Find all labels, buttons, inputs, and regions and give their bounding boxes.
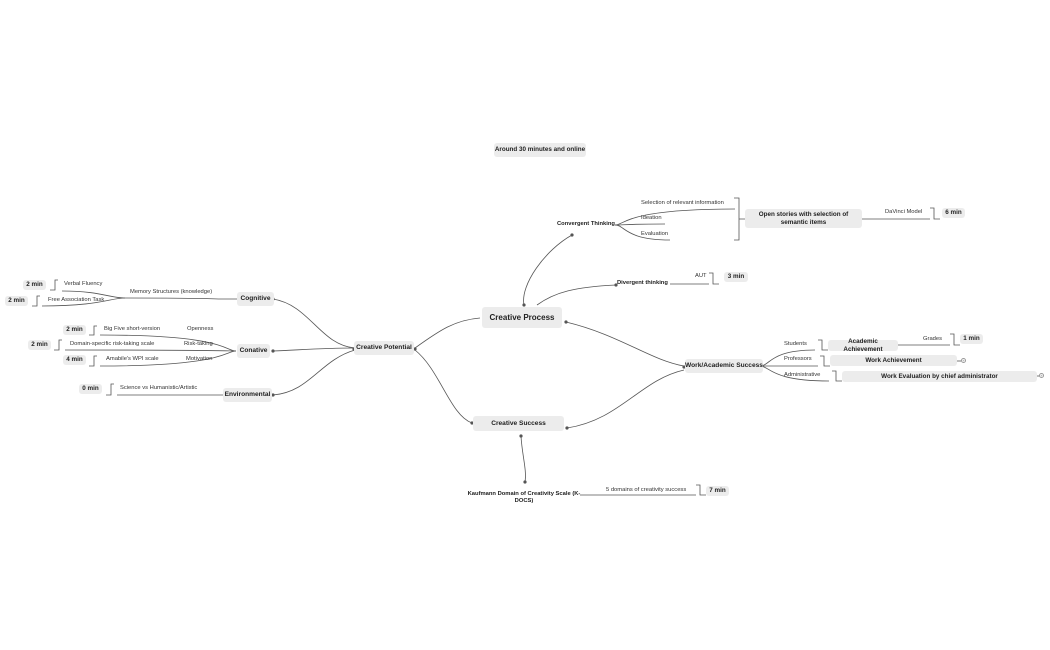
science-humanistic-label: Science vs Humanistic/Artistic <box>120 385 198 391</box>
cognitive-node[interactable]: Cognitive <box>237 292 274 306</box>
note-badge: Around 30 minutes and online <box>494 143 586 157</box>
expand-work-achievement-icon[interactable]: + <box>961 358 966 363</box>
joint-potential-right <box>413 347 417 351</box>
motivation-label: Motivation <box>186 356 213 362</box>
connector-convergent-selection <box>614 208 736 226</box>
connector-potential-cognitive <box>272 298 356 349</box>
selection-info-label: Selection of relevant information <box>641 200 724 206</box>
joint-success-left <box>470 421 474 425</box>
connector-success-kdocs <box>520 435 526 483</box>
joint-divergent-end <box>614 283 618 287</box>
davinci-model-label: DaVinci Model <box>885 209 923 215</box>
aut-time: 3 min <box>724 272 748 282</box>
bracket-verbal <box>50 279 58 291</box>
academic-achievement-node[interactable]: Academic Achievement <box>828 338 898 353</box>
verbal-fluency-time: 2 min <box>23 280 46 290</box>
bracket-risk <box>54 339 62 351</box>
connector-convergent-ideation <box>614 223 666 226</box>
connector-memory-free <box>41 297 126 307</box>
professors-label: Professors <box>784 356 812 362</box>
free-association-label: Free Association Task <box>48 297 105 303</box>
five-domains-label: 5 domains of creativity success <box>606 487 687 493</box>
bracket-davinci <box>930 207 940 220</box>
creative-success-node[interactable]: Creative Success <box>473 416 564 431</box>
risk-scale-label: Domain-specific risk-taking scale <box>70 341 155 347</box>
joint-convergent-end <box>570 233 574 237</box>
joint-process-right <box>564 320 568 324</box>
divergent-thinking-label[interactable]: Divergent thinking <box>617 280 668 286</box>
joint-success-bottom <box>519 434 523 438</box>
joint-success-right <box>565 426 569 430</box>
conative-node[interactable]: Conative <box>237 344 270 358</box>
wpi-time: 4 min <box>63 355 86 365</box>
bracket-science <box>106 383 114 396</box>
bracket-wpi <box>89 355 97 367</box>
joint-environmental-right <box>271 393 275 397</box>
connector-process-divergent <box>536 284 617 306</box>
connector-process-work <box>565 321 685 367</box>
creative-process-node[interactable]: Creative Process <box>482 307 562 328</box>
connector-potential-success <box>414 349 473 424</box>
evaluation-label: Evaluation <box>641 231 669 237</box>
open-stories-node[interactable]: Open stories with selection of semantic … <box>745 209 862 228</box>
free-association-time: 2 min <box>5 296 28 306</box>
connector-potential-environmental <box>272 349 356 396</box>
joint-kdocs-top <box>523 480 527 484</box>
aut-label: AUT <box>695 273 707 279</box>
bracket-students <box>818 339 828 351</box>
connector-memory-verbal <box>61 290 126 299</box>
memory-structures-label: Memory Structures (knowledge) <box>130 289 213 295</box>
connector-success-work <box>566 369 685 429</box>
connector-potential-process <box>414 317 481 349</box>
davinci-time: 6 min <box>942 208 965 218</box>
bracket-professors <box>820 355 830 367</box>
creative-potential-node[interactable]: Creative Potential <box>354 341 414 355</box>
risk-scale-time: 2 min <box>28 340 51 350</box>
kdocs-time: 7 min <box>706 486 729 496</box>
openness-label: Openness <box>187 326 214 332</box>
bigfive-label: Big Five short-version <box>104 326 161 332</box>
connector-conative-openness <box>99 334 237 352</box>
work-achievement-node[interactable]: Work Achievement <box>830 355 957 366</box>
bracket-bigfive <box>89 325 97 336</box>
students-label: Students <box>784 341 807 347</box>
joint-conative-right <box>271 349 275 353</box>
bracket-administrative <box>832 370 842 382</box>
environmental-node[interactable]: Environmental <box>223 388 272 402</box>
bracket-open-stories <box>734 197 745 241</box>
grades-time: 1 min <box>960 334 983 344</box>
connector-convergent-evaluation <box>614 224 671 241</box>
bracket-aut <box>709 272 719 285</box>
connector-cognitive-memory <box>124 297 238 300</box>
administrative-label: Administrative <box>784 372 821 378</box>
joint-process-top <box>522 303 526 307</box>
joint-work-left <box>682 365 686 369</box>
science-time: 0 min <box>79 384 102 394</box>
connector-conative-risk <box>64 349 237 352</box>
expand-work-evaluation-icon[interactable]: + <box>1039 373 1044 378</box>
bracket-free <box>32 295 40 307</box>
connector-process-convergent <box>523 234 573 306</box>
connector-conative-motivation <box>99 350 237 367</box>
work-academic-success-node[interactable]: Work/Academic Success <box>685 359 763 373</box>
bracket-kdocs <box>696 484 706 496</box>
work-evaluation-node[interactable]: Work Evaluation by chief administrator <box>842 371 1037 382</box>
wpi-scale-label: Amabile's WPI scale <box>106 356 159 362</box>
connector-potential-conative <box>272 347 356 352</box>
kdocs-label[interactable]: Kaufmann Domain of Creativity Scale (K-D… <box>467 491 581 504</box>
risk-taking-label: Risk-taking <box>184 341 213 347</box>
grades-label: Grades <box>923 336 943 342</box>
verbal-fluency-label: Verbal Fluency <box>64 281 103 287</box>
convergent-thinking-label[interactable]: Convergent Thinking <box>557 221 615 227</box>
bracket-grades <box>950 333 960 346</box>
ideation-label: Ideation <box>641 215 662 221</box>
bigfive-time: 2 min <box>63 325 86 335</box>
